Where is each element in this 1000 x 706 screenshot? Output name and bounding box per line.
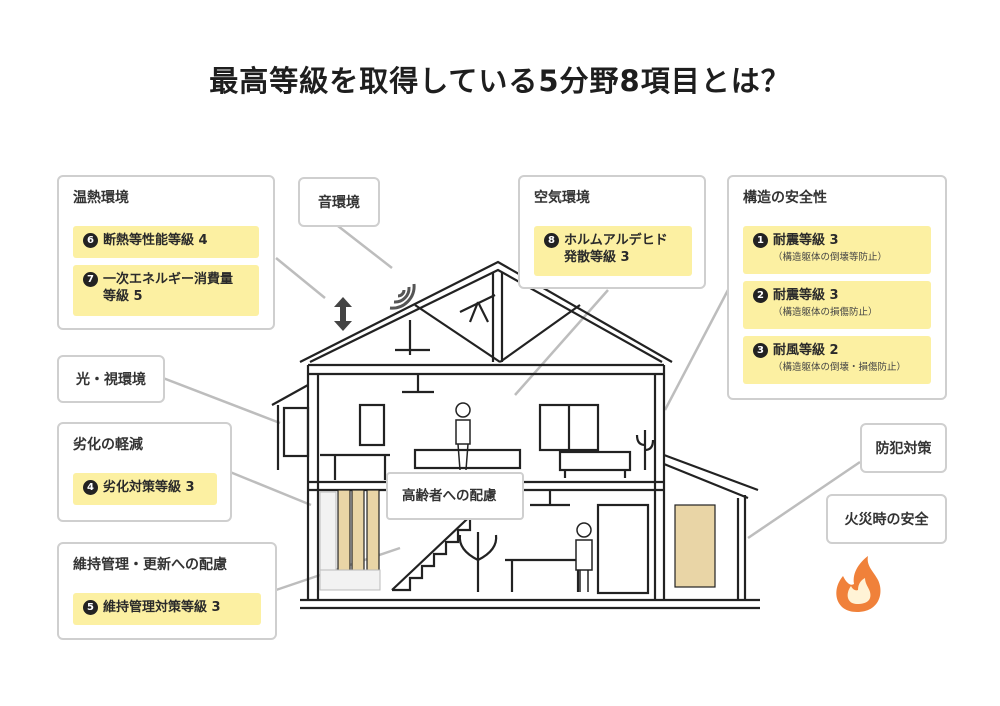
pill-text: 耐震等級 3 <box>773 288 839 303</box>
pill-text: 耐震等級 3 <box>773 233 839 248</box>
card-label: 音環境 <box>318 195 360 211</box>
card-hikari: 光・視環境 <box>57 355 165 403</box>
card-oto: 音環境 <box>298 177 380 227</box>
pill-text-continued: 等級 5 <box>103 289 143 304</box>
card-label: 火災時の安全 <box>844 512 929 528</box>
card-kouzou: 構造の安全性 1 耐震等級 3 （構造躯体の倒壊等防止） 2 耐震等級 3 （構造躯… <box>727 175 947 400</box>
ventilation-arrow-icon <box>334 297 352 331</box>
pill-item-2: 2 耐震等級 3 （構造躯体の損傷防止） <box>743 281 931 329</box>
pill-subtext: （構造躯体の倒壊・損傷防止） <box>773 362 907 373</box>
card-label: 維持管理・更新への配慮 <box>73 557 227 573</box>
pill-item-6: 6 断熱等性能等級 4 <box>73 226 259 258</box>
front-door <box>674 504 716 588</box>
card-bohan: 防犯対策 <box>860 423 947 473</box>
card-label: 劣化の軽減 <box>73 437 143 453</box>
pill-text-continued: 発散等級 3 <box>564 250 630 265</box>
pill-item-3: 3 耐風等級 2 （構造躯体の倒壊・損傷防止） <box>743 336 931 384</box>
card-kuuki: 空気環境 8 ホルムアルデヒド 発散等級 3 <box>518 175 706 289</box>
card-rekka: 劣化の軽減 4 劣化対策等級 3 <box>57 422 232 522</box>
fire-icon <box>836 556 881 612</box>
number-badge: 5 <box>83 600 98 615</box>
pill-text: 耐風等級 2 <box>773 343 839 358</box>
elderly-consideration-callout: 高齢者への配慮 <box>386 472 524 520</box>
number-badge: 6 <box>83 233 98 248</box>
card-kasai: 火災時の安全 <box>826 494 947 544</box>
pill-text: ホルムアルデヒド <box>564 233 668 248</box>
pill-item-5: 5 維持管理対策等級 3 <box>73 593 261 625</box>
house-outline <box>271 260 760 610</box>
page-title: 最高等級を取得している5分野8項目とは？ <box>209 64 791 98</box>
card-label: 防犯対策 <box>875 441 932 457</box>
pill-item-1: 1 耐震等級 3 （構造躯体の倒壊等防止） <box>743 226 931 274</box>
number-badge: 3 <box>753 343 768 358</box>
card-onnetsu: 温熱環境 6 断熱等性能等級 4 7 一次エネルギー消費量 等級 5 <box>57 175 275 330</box>
people <box>455 402 593 592</box>
pill-text: 一次エネルギー消費量 <box>103 272 234 287</box>
pill-item-4: 4 劣化対策等級 3 <box>73 473 217 505</box>
number-badge: 1 <box>753 233 768 248</box>
pill-subtext: （構造躯体の倒壊等防止） <box>773 252 888 263</box>
card-label: 構造の安全性 <box>743 190 827 206</box>
card-label: 温熱環境 <box>73 190 129 206</box>
sound-icon <box>389 283 416 310</box>
number-badge: 7 <box>83 272 98 287</box>
pill-item-8: 8 ホルムアルデヒド 発散等級 3 <box>534 226 692 276</box>
card-label: 光・視環境 <box>76 372 146 388</box>
number-badge: 2 <box>753 288 768 303</box>
card-iji: 維持管理・更新への配慮 5 維持管理対策等級 3 <box>57 542 277 640</box>
pill-subtext: （構造躯体の損傷防止） <box>773 307 878 318</box>
number-badge: 8 <box>544 233 559 248</box>
number-badge: 4 <box>83 480 98 495</box>
card-label: 空気環境 <box>534 190 590 206</box>
pill-text: 断熱等性能等級 4 <box>103 233 208 248</box>
pill-item-7: 7 一次エネルギー消費量 等級 5 <box>73 265 259 316</box>
pill-text: 劣化対策等級 3 <box>103 480 195 495</box>
pill-text: 維持管理対策等級 3 <box>103 600 221 615</box>
